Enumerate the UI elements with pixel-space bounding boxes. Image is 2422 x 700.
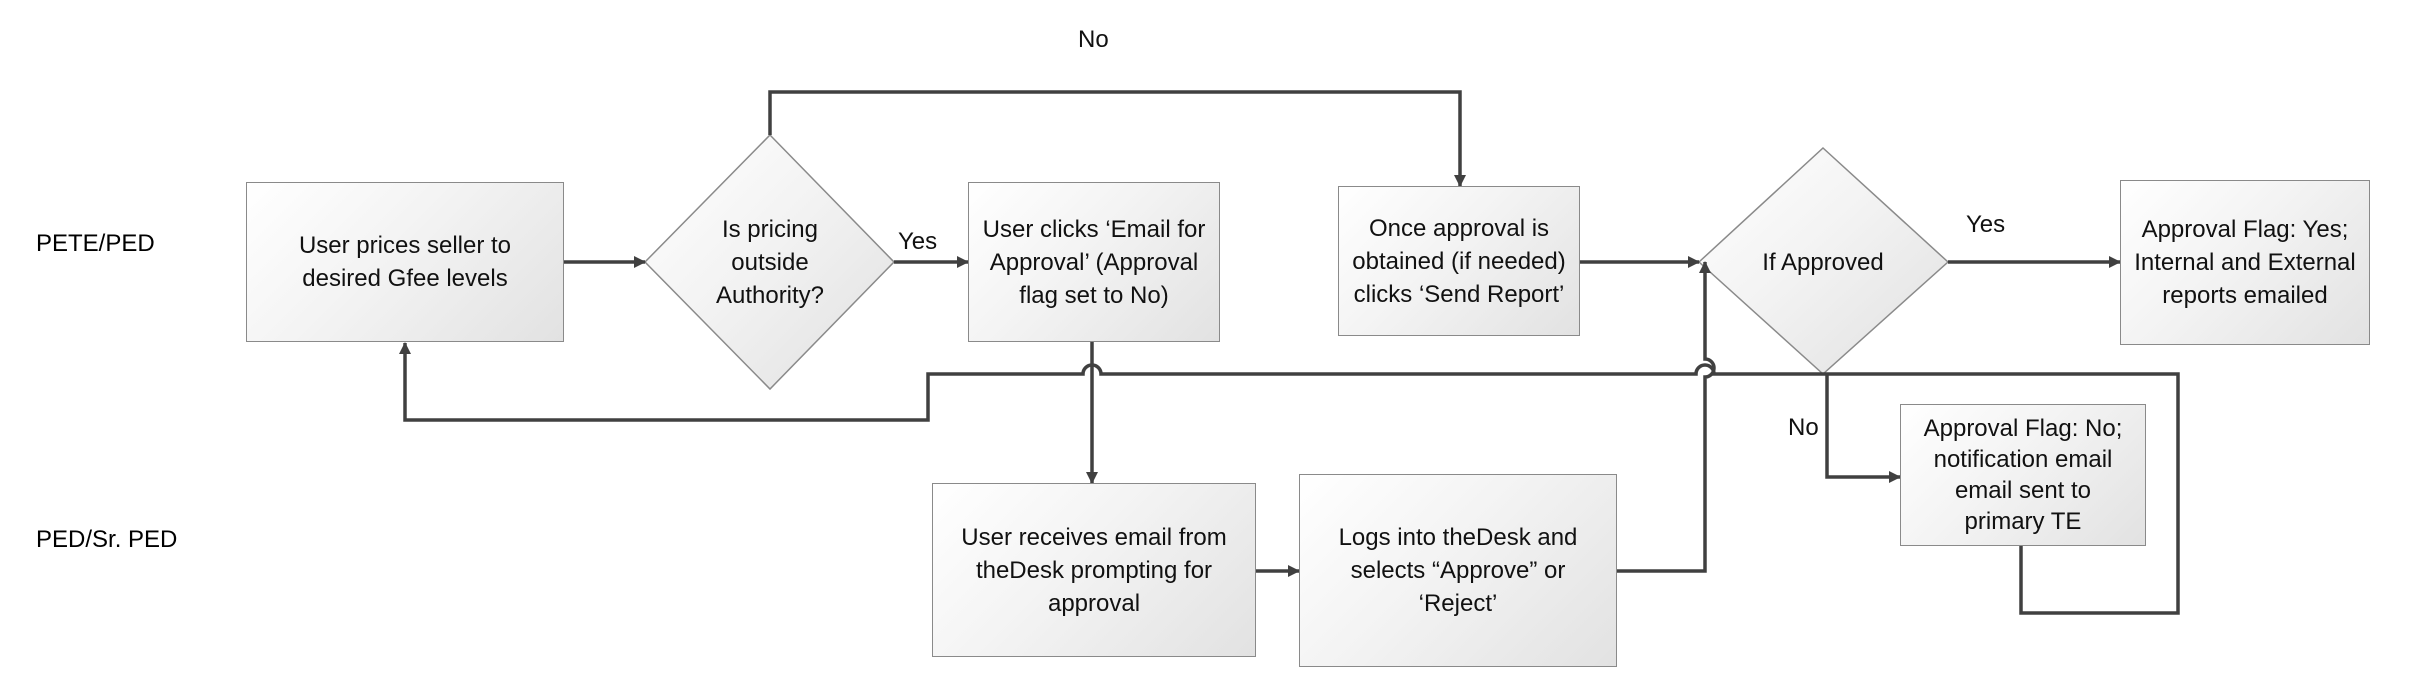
approved-decision-text: If Approved	[1762, 248, 1884, 276]
prices-seller-box: User prices seller to desired Gfee level…	[246, 182, 564, 342]
approval-yes-box: Approval Flag: Yes; Internal and Externa…	[2120, 180, 2370, 345]
edge-label-no-approved: No	[1788, 414, 1819, 441]
edge-reject-loop	[399, 342, 2180, 615]
logs-into-desk-box: Logs into theDesk and selects “Approve” …	[1299, 474, 1617, 667]
edge-label-yes-pricing: Yes	[898, 228, 938, 255]
email-for-approval-box: User clicks ‘Email for Approval’ (Approv…	[968, 182, 1220, 342]
lane-label-pete-ped: PETE/PED	[36, 230, 155, 257]
approval-no-box: Approval Flag: No; notification email em…	[1900, 404, 2146, 546]
pricing-decision-diamond	[643, 133, 896, 391]
receive-email-box: User receives email from theDesk prompti…	[932, 483, 1256, 657]
send-report-box: Once approval is obtained (if needed) cl…	[1338, 186, 1580, 336]
edge-decision-no	[768, 90, 1466, 187]
edge-label-no-top: No	[1078, 26, 1109, 53]
lane-label-ped-sr-ped: PED/Sr. PED	[36, 526, 178, 553]
edge-logs-to-approved	[1617, 261, 1716, 573]
edge-label-yes-approved: Yes	[1966, 211, 2006, 238]
edge-approved-no	[1825, 374, 1901, 483]
pricing-decision-text: Is pricing outside Authority?	[715, 215, 825, 309]
